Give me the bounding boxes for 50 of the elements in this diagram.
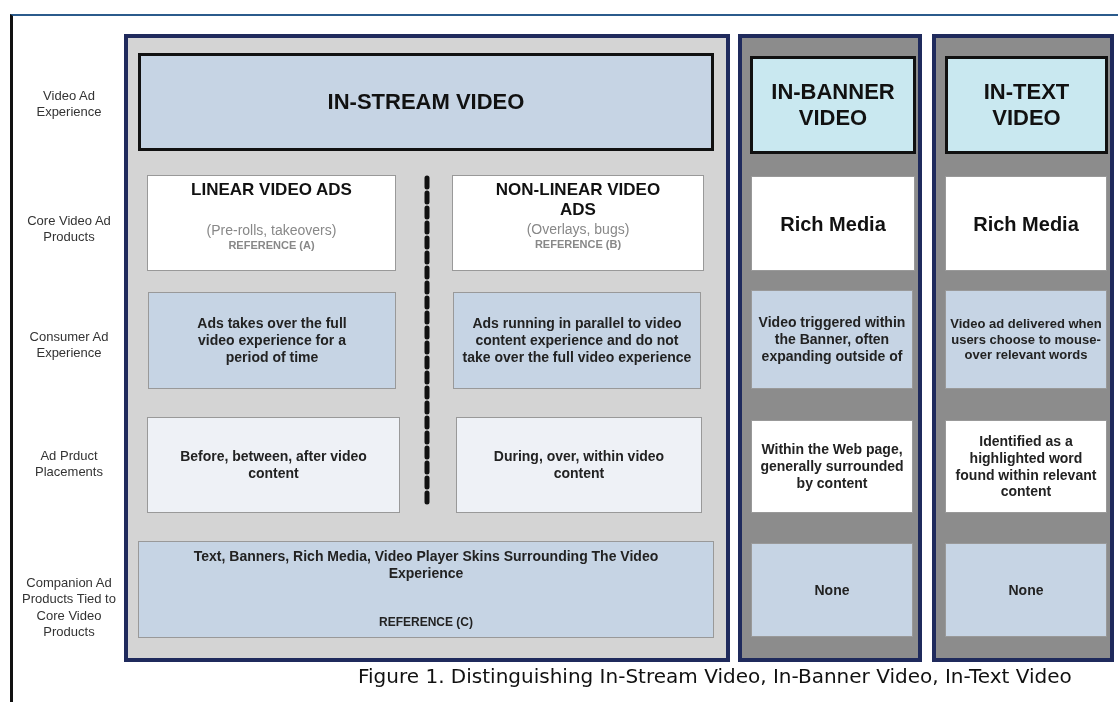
content-box	[452, 175, 704, 271]
box-text: Video ad delivered when users choose to mouse-over relevant words	[950, 316, 1102, 363]
content-box	[453, 292, 701, 389]
content-box	[148, 292, 396, 389]
box-text: Identified as a highlighted word found within relevant content	[954, 432, 1098, 501]
box-text: Within the Web page, generally surrounded by content	[759, 441, 905, 492]
column-panel	[738, 34, 922, 662]
box-text: Ads running in parallel to video content experience and do not take over the full video experience	[462, 315, 692, 366]
content-box	[751, 290, 913, 389]
content-box	[147, 175, 396, 271]
content-box	[147, 417, 400, 513]
box-text: Video triggered within the Banner, often expanding outside of	[757, 314, 907, 365]
row-label: Video Ad Experience	[35, 87, 103, 121]
content-box	[945, 290, 1107, 389]
row-label: Consumer Ad Experience	[28, 328, 110, 362]
box-text: None	[1008, 581, 1044, 599]
category-header-box	[138, 53, 714, 151]
box-text: IN-BANNER VIDEO	[770, 78, 896, 132]
figure-caption: Figure 1. Distinguishing In-Stream Video, In-Banner Video, In-Text Video	[358, 664, 1072, 688]
box-text: Text, Banners, Rich Media, Video Player Skins Surrounding The Video Experience	[192, 548, 660, 582]
box-text: Ads takes over the full video experience for a period of time	[196, 315, 348, 366]
box-subtext: (Overlays, bugs)	[526, 220, 630, 238]
content-box	[751, 543, 913, 637]
content-box	[751, 176, 915, 271]
box-subtext: REFERENCE (C)	[379, 614, 473, 629]
box-subtext: REFERENCE (B)	[534, 237, 622, 251]
content-box	[945, 420, 1107, 513]
content-box	[751, 420, 913, 513]
box-text: LINEAR VIDEO ADS	[191, 180, 352, 201]
category-header-box	[945, 56, 1108, 154]
content-box	[945, 543, 1107, 637]
category-header-box	[750, 56, 916, 154]
column-panel	[932, 34, 1114, 662]
box-text: Before, between, after video content	[179, 448, 368, 482]
box-subtext: (Pre-rolls, takeovers)	[206, 222, 337, 240]
content-box	[945, 176, 1107, 271]
box-subtext: REFERENCE (A)	[228, 239, 315, 253]
box-text: IN-STREAM VIDEO	[327, 88, 525, 116]
row-label: Core Video Ad Products	[26, 212, 112, 246]
row-label: Ad Prduct Placements	[34, 447, 104, 481]
content-box	[456, 417, 702, 513]
box-text: Rich Media	[780, 211, 886, 236]
box-text: NON-LINEAR VIDEO ADS	[494, 180, 662, 221]
box-text: Rich Media	[973, 211, 1079, 236]
content-box	[138, 541, 714, 638]
column-panel	[124, 34, 730, 662]
box-text: During, over, within video content	[492, 448, 666, 482]
box-text: None	[814, 581, 850, 599]
box-text: IN-TEXT VIDEO	[982, 78, 1071, 132]
row-label: Companion Ad Products Tied to Core Video Products	[21, 574, 117, 640]
